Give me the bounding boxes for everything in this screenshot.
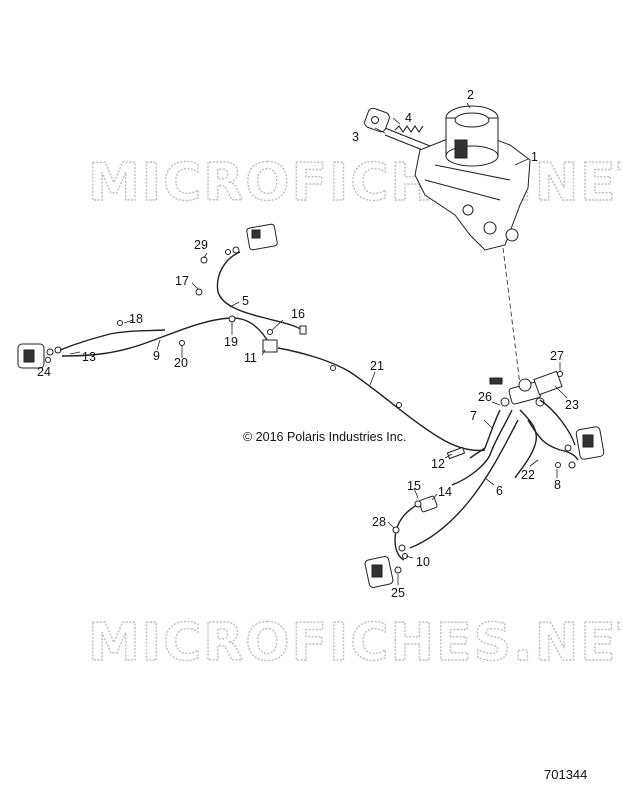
callout-3: 3	[352, 130, 359, 144]
junction-block	[262, 329, 278, 353]
callout-20: 20	[174, 356, 188, 370]
master-cylinder	[364, 105, 531, 251]
callout-2: 2	[467, 88, 474, 102]
callout-7: 7	[470, 409, 477, 423]
callout-27: 27	[550, 349, 564, 363]
callout-18: 18	[129, 312, 143, 326]
callout-28: 28	[372, 515, 386, 529]
callout-16: 16	[291, 307, 305, 321]
callout-1: 1	[531, 150, 538, 164]
callout-8: 8	[554, 478, 561, 492]
callout-13: 13	[82, 350, 96, 364]
proportioning-valve	[489, 370, 563, 407]
callout-9: 9	[153, 349, 160, 363]
callout-25: 25	[391, 586, 405, 600]
left-caliper	[17, 343, 62, 369]
callout-29: 29	[194, 238, 208, 252]
callout-11: 11	[244, 351, 257, 365]
watermark-top: MICROFICHES.NET	[88, 153, 622, 213]
callout-19: 19	[224, 335, 238, 349]
callout-10: 10	[416, 555, 430, 569]
rear-caliper-top	[225, 223, 278, 255]
callout-6: 6	[496, 484, 503, 498]
callout-5: 5	[242, 294, 249, 308]
callout-15: 15	[407, 479, 421, 493]
copyright-text: © 2016 Polaris Industries Inc.	[243, 430, 406, 444]
watermark-bottom: MICROFICHES.NET	[88, 613, 622, 673]
callout-24: 24	[37, 365, 51, 379]
callout-21: 21	[370, 359, 384, 373]
callout-4: 4	[405, 111, 412, 125]
callout-17: 17	[175, 274, 189, 288]
callout-14: 14	[438, 485, 452, 499]
callout-12: 12	[431, 457, 445, 471]
drawing-number: 701344	[544, 767, 587, 782]
callout-22: 22	[521, 468, 535, 482]
callout-23: 23	[565, 398, 579, 412]
callout-26: 26	[478, 390, 492, 404]
lower-caliper	[364, 526, 408, 588]
bracket-14	[414, 495, 438, 513]
right-caliper	[555, 426, 605, 469]
